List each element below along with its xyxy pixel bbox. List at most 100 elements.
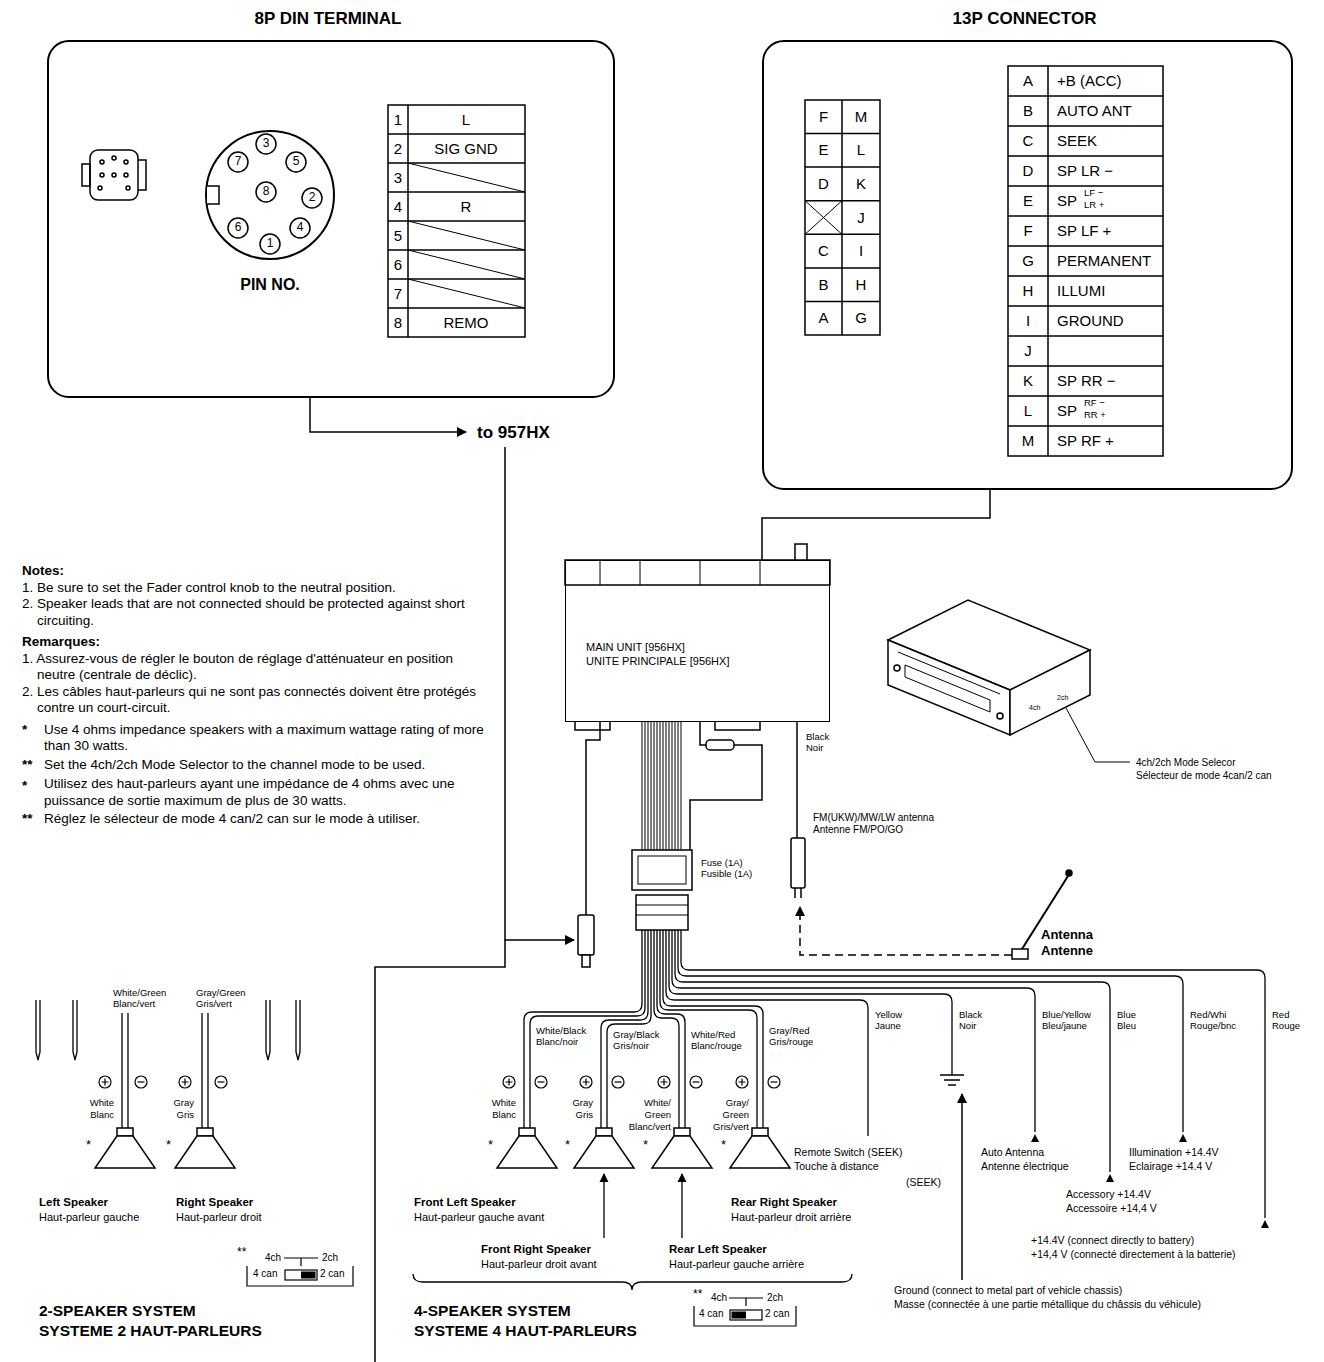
main-unit-housing	[565, 544, 830, 730]
signal-name: LF −	[1083, 188, 1104, 199]
text-label: Antenne FM/PO/GO	[812, 824, 904, 836]
text-label: +14,4 V (connecté directement à la batte…	[1030, 1248, 1237, 1260]
destination-label: to 957HX	[476, 423, 551, 443]
text-label: Blanc/noir	[535, 1037, 579, 1048]
din-socket-side	[126, 186, 130, 190]
connector-table	[1008, 66, 1163, 456]
connector-table	[1008, 66, 1163, 456]
fuse-wire	[690, 745, 762, 850]
text-label: Accessory +14.4V	[1065, 1188, 1152, 1200]
text-label: 2ch	[321, 1252, 339, 1264]
main-unit-box: MAIN UNIT [956HX]UNITE PRINCIPALE [956HX…	[565, 560, 830, 722]
din-socket-side	[124, 173, 128, 177]
panel-heading: 13P CONNECTOR	[764, 9, 1285, 29]
ground-symbol	[940, 1075, 964, 1280]
harness-connector	[636, 895, 688, 930]
din-socket-side	[98, 186, 102, 190]
harness-wires	[669, 930, 952, 1075]
text-label: Front Left Speaker	[413, 1196, 517, 1209]
group-brace	[413, 1274, 852, 1290]
signal-name: SP LR −	[1056, 162, 1114, 179]
pin-number: 2	[393, 140, 403, 157]
text-label: Gray/Red	[768, 1026, 811, 1037]
text-label: White/	[643, 1098, 672, 1109]
ground-symbol	[940, 1075, 964, 1085]
text-label: Fuse (1A)	[700, 858, 744, 869]
signal-name: SEEK	[1056, 132, 1098, 149]
wire-end-arrows	[1031, 1134, 1039, 1142]
text-label: 4ch	[710, 1292, 728, 1304]
fuse-wire	[700, 722, 706, 745]
text-label: Left Speaker	[38, 1196, 109, 1209]
text-label: Noir	[805, 743, 824, 754]
harness-wires	[666, 930, 868, 1136]
signal-name: RR +	[1083, 410, 1107, 421]
pin-letter: E	[817, 142, 829, 159]
din-pin-face	[228, 152, 248, 172]
text-label: Haut-parleur droit arrière	[730, 1211, 852, 1224]
pin-number: 6	[393, 256, 403, 273]
text-label: 2 can	[764, 1308, 790, 1320]
note-text: 1. Be sure to set the Fader control knob…	[22, 580, 488, 597]
pin-letter: A	[817, 310, 829, 327]
harness-wires	[524, 930, 1265, 1218]
polarity-marks	[99, 1076, 111, 1088]
signal-name: SP LF +	[1056, 222, 1112, 239]
unit-sketch	[997, 713, 1003, 719]
text-label: Red/Whi	[1189, 1010, 1227, 1021]
text-label: Front Right Speaker	[480, 1243, 592, 1256]
panel-heading: 8P DIN TERMINAL	[49, 9, 607, 29]
footnote-mark: **	[22, 757, 44, 774]
pin-letter: G	[1021, 252, 1035, 269]
wire-bundle	[642, 722, 681, 850]
text-label: Black	[958, 1010, 983, 1021]
din-plug-cable	[586, 722, 600, 915]
din-pin-face	[206, 131, 334, 259]
polarity-marks	[535, 1076, 547, 1088]
text-label: Rouge/bnc	[1189, 1021, 1237, 1032]
leader-lines	[310, 398, 574, 1362]
pin-letter: C	[817, 242, 830, 259]
text-label: *	[165, 1138, 172, 1153]
text-label: Green	[722, 1110, 750, 1121]
antenna-cable	[800, 907, 1012, 955]
leader-lines	[375, 940, 505, 1362]
unit-name: UNITE PRINCIPALE [956HX]	[586, 655, 729, 668]
notes-heading: Notes:	[22, 563, 488, 580]
text-label: Rouge	[1271, 1021, 1301, 1032]
text-label: Fusible (1A)	[700, 869, 753, 880]
signal-name: SIG GND	[433, 140, 498, 157]
note-text: 1. Assurez-vous de régler le bouton de r…	[22, 651, 488, 684]
polarity-marks	[503, 1076, 515, 1088]
speaker-pointers	[603, 1174, 604, 1238]
unit-name: MAIN UNIT [956HX]	[586, 641, 685, 654]
unit-sketch	[1010, 650, 1090, 735]
text-label: Bleu	[1116, 1021, 1137, 1032]
antenna-cable	[796, 722, 798, 838]
connector-table	[1008, 66, 1163, 456]
mode-selector-2ch	[301, 1272, 316, 1279]
text-label: Haut-parleur gauche arrière	[668, 1258, 805, 1271]
unit-sketch	[894, 665, 900, 671]
footnote-mark: *	[22, 778, 44, 795]
pin-number: 8	[393, 314, 403, 331]
wire-end-arrows	[1031, 1134, 1269, 1228]
text-label: Blue/Yellow	[1041, 1010, 1092, 1021]
harness-connector	[632, 850, 692, 930]
signal-name: R	[460, 198, 473, 215]
wire-end-arrows	[1179, 1134, 1187, 1142]
connector-pin-grid	[805, 201, 842, 235]
pin-letter: F	[1022, 222, 1033, 239]
pin-letter: J	[1023, 342, 1033, 359]
antenna-cable	[795, 888, 801, 898]
text-label: Gray/Black	[612, 1030, 660, 1041]
text-label: **	[692, 1288, 703, 1302]
harness-wires	[678, 930, 1183, 1132]
antenna-rod	[1066, 870, 1072, 876]
mode-selector-4ch	[732, 1312, 747, 1319]
polarity-marks	[768, 1076, 780, 1088]
text-label: *	[487, 1138, 494, 1153]
note-text: Utilisez des haut-parleurs ayant une imp…	[44, 776, 488, 809]
pin-letter: B	[817, 276, 829, 293]
